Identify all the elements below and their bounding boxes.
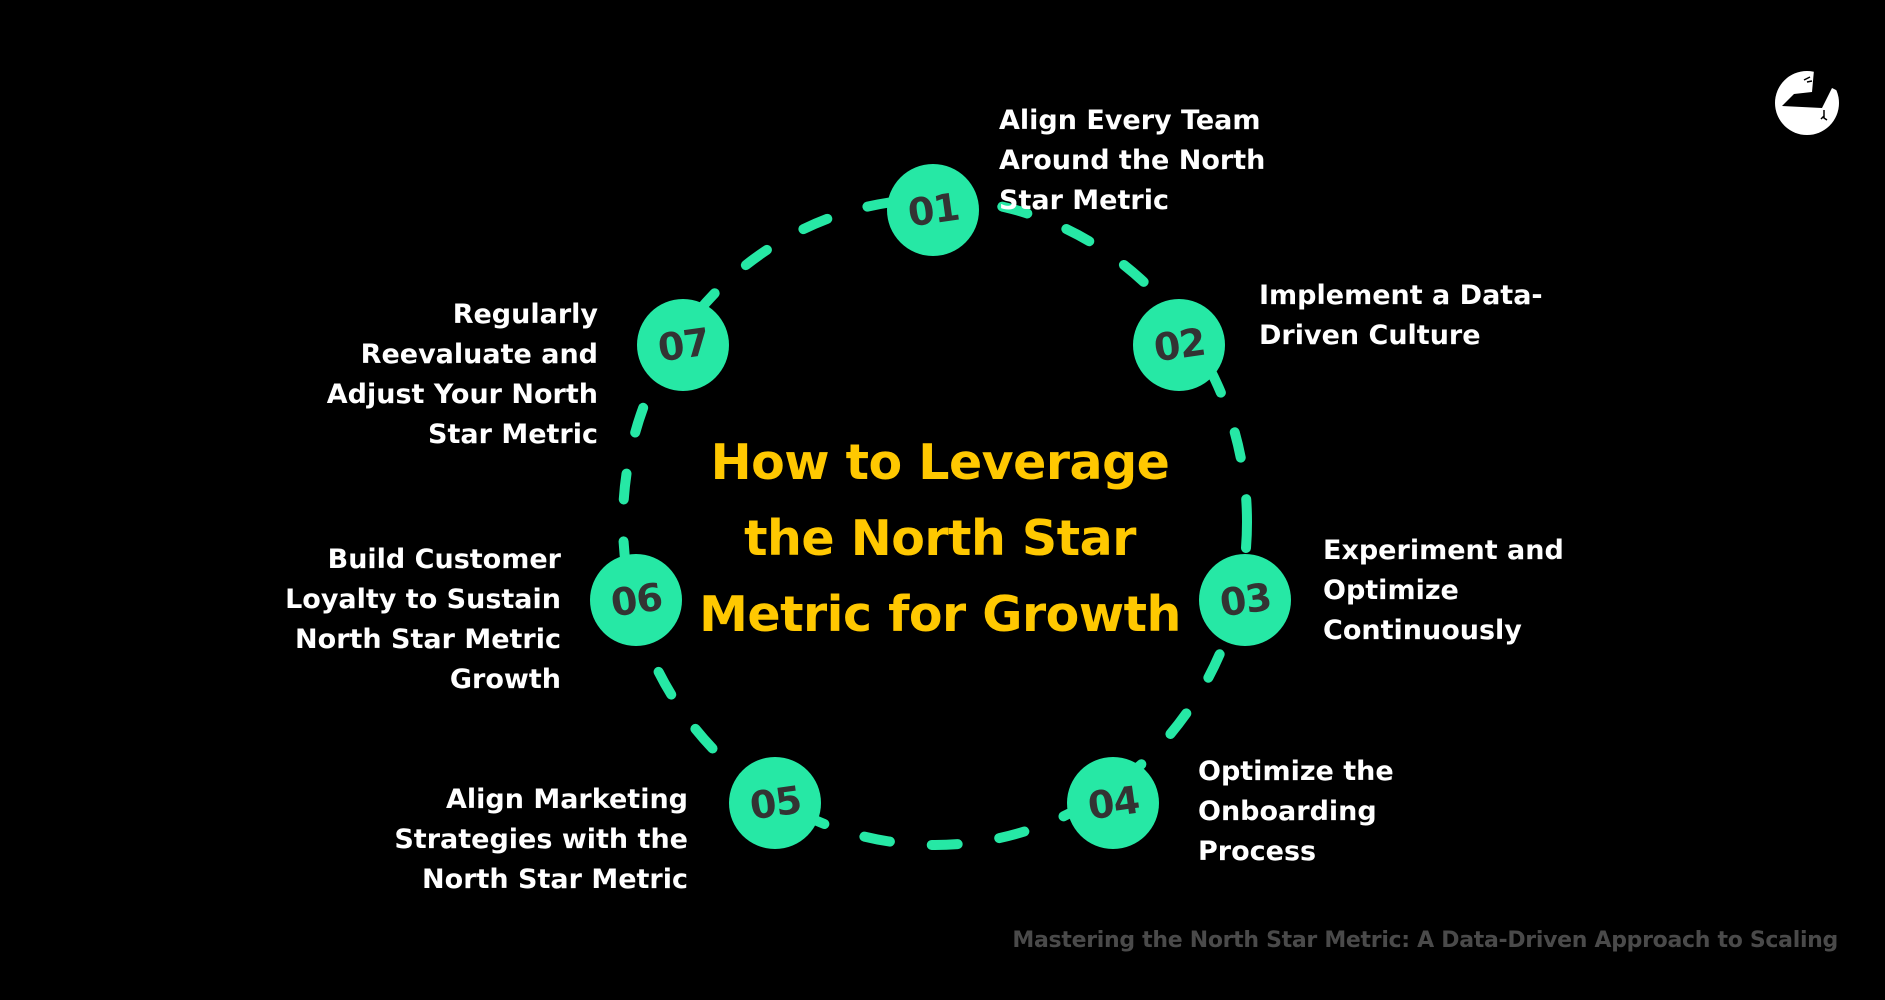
step-number: 04 (1084, 777, 1142, 829)
step-number: 02 (1150, 319, 1208, 371)
step-number: 03 (1216, 574, 1274, 626)
step-node-02: 02 (1133, 299, 1225, 391)
step-label-02: Implement a Data- Driven Culture (1259, 280, 1543, 351)
step-node-07: 07 (637, 299, 729, 391)
step-label-04: Optimize the Onboarding Process (1198, 756, 1394, 867)
step-node-01: 01 (887, 164, 979, 256)
step-label-01: Align Every Team Around the North Star M… (999, 105, 1266, 216)
footer-caption: Mastering the North Star Metric: A Data-… (1012, 928, 1838, 953)
step-node-04: 04 (1067, 757, 1159, 849)
step-node-06: 06 (590, 554, 682, 646)
step-node-05: 05 (729, 757, 821, 849)
step-label-06: Build Customer Loyalty to Sustain North … (285, 544, 561, 695)
diagram-title: How to Leverage the North Star Metric fo… (699, 434, 1181, 643)
step-node-03: 03 (1199, 554, 1291, 646)
step-label-05: Align Marketing Strategies with the Nort… (394, 784, 688, 895)
step-label-07: Regularly Reevaluate and Adjust Your Nor… (326, 299, 598, 450)
step-number: 01 (904, 184, 962, 236)
step-label-03: Experiment and Optimize Continuously (1323, 535, 1564, 646)
step-number: 07 (654, 319, 712, 371)
brand-logo-icon (1775, 70, 1840, 135)
step-number: 05 (746, 777, 804, 829)
step-number: 06 (607, 574, 665, 626)
